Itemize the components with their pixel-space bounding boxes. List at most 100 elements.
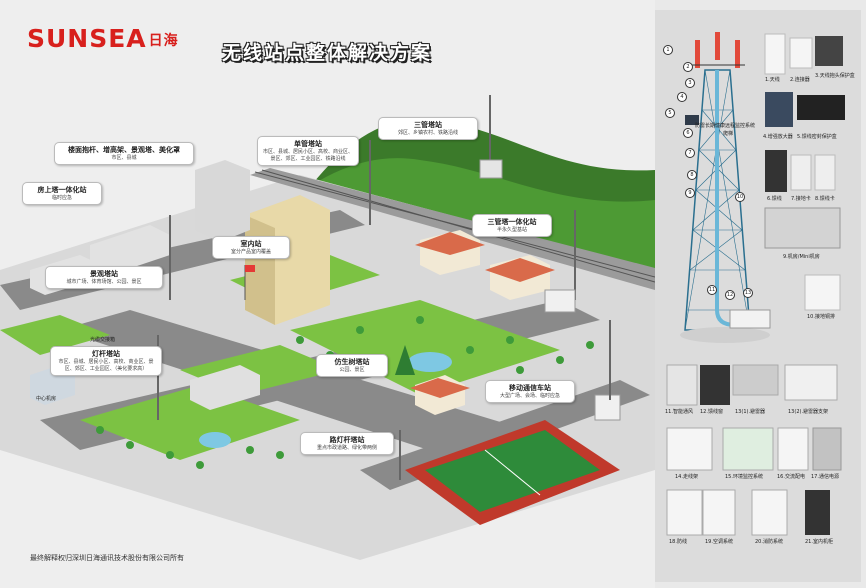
- base-equipment: [729, 309, 771, 329]
- callout-mobile: 移动通信车站 大型广场、会场、临时应急: [485, 380, 575, 403]
- equipment-label: 4.增强放大器: [763, 134, 793, 140]
- equipment-label: 6.馈线: [767, 196, 782, 202]
- center-room-label: 中心机房: [36, 396, 57, 402]
- pavilion: [190, 365, 260, 410]
- page-title: 无线站点整体解决方案: [222, 42, 433, 64]
- callout-title: 房上塔一体化站: [37, 186, 87, 194]
- equipment-label: 17.通信电源: [811, 474, 839, 480]
- equipment-label: 2.连接器: [790, 77, 810, 83]
- tower-number-marker: 6: [683, 128, 693, 138]
- callout-title: 三管塔一体化站: [487, 218, 537, 226]
- tower-number-marker: 11: [707, 285, 717, 295]
- equipment-label: 13(1).避雷器: [735, 409, 766, 415]
- callout-desc: 室分产品室内覆盖: [230, 249, 271, 255]
- callout-indoor: 室内站 室分产品室内覆盖: [212, 236, 290, 259]
- tower-number-marker: 13: [743, 288, 753, 298]
- tower-number-marker: 3: [685, 78, 695, 88]
- callout-street-lamp: 路灯杆塔站 重点市政道路、绿化带两侧: [300, 432, 394, 455]
- callout-title: 单管塔站: [294, 140, 322, 148]
- equipment-panel: 防雷长期健康远程监控系统 爬梯 1.天线 2.连接器 3.天线抱头保护盒 4.增…: [655, 10, 861, 582]
- callout-desc: 大型广场、会场、临时应急: [499, 393, 560, 399]
- office-building: [195, 160, 250, 242]
- park-grass: [290, 300, 560, 395]
- grass-block-4: [0, 315, 110, 355]
- equipment-label: 18.防线: [669, 539, 687, 545]
- callout-building-top: 楼面抱杆、增高架、景观塔、美化罩 市区、县城: [54, 142, 194, 165]
- callout-desc: 城市广场、体育场馆、公园、景区: [66, 279, 142, 285]
- callout-desc: 半永久型基站: [496, 227, 527, 233]
- equipment-label: 14.走线架: [675, 474, 698, 480]
- railway: [250, 168, 655, 290]
- tower-number-marker: 2: [683, 62, 693, 72]
- callout-title: 灯杆塔站: [92, 350, 120, 358]
- equipment-thumbnails: [666, 33, 845, 536]
- equipment-label: 12.馈线窗: [700, 409, 723, 415]
- equipment-label: 20.消防系统: [755, 539, 783, 545]
- grass-block-2: [80, 385, 300, 460]
- callout-landscape-tower: 景观塔站 城市广场、体育场馆、公园、景区: [45, 266, 163, 289]
- equipment-label: 15.环境监控系统: [725, 474, 763, 480]
- tower-number-marker: 10: [735, 192, 745, 202]
- equipment-label: 9.机房/Mini机房: [783, 254, 820, 260]
- pond: [408, 352, 452, 372]
- logo-brand-text: SUNSEA: [27, 24, 147, 53]
- callout-three-tube: 三管塔站 郊区、乡镇农村、铁路沿线: [378, 117, 478, 140]
- callout-desc: 市区、县城: [111, 155, 137, 161]
- ladder-label: 爬梯: [723, 131, 734, 137]
- football-field: [425, 430, 600, 512]
- callout-desc: 市区、县城、居民小区、高校、商业区、景区、郊区、工业园区、（美化要求高）: [58, 359, 154, 372]
- equipment-label: 3.天线抱头保护盒: [815, 73, 855, 79]
- tower-number-marker: 12: [725, 290, 735, 300]
- tower-number-marker: 1: [663, 45, 673, 55]
- callout-title: 楼面抱杆、增高架、景观塔、美化罩: [68, 146, 180, 154]
- antenna: [735, 40, 740, 68]
- callout-title: 路灯杆塔站: [329, 436, 365, 444]
- city-scene-illustration: [0, 95, 655, 560]
- callout-desc: 公园、景区: [339, 367, 365, 373]
- tower-number-marker: 9: [685, 188, 695, 198]
- equipment-label: 1.天线: [765, 77, 780, 83]
- equipment-label: 11.智能通风: [665, 409, 693, 415]
- equipment-label: 16.交流配电: [777, 474, 805, 480]
- tower-number-marker: 4: [677, 92, 687, 102]
- footer-copyright: 最终解释权归深圳日海通讯技术股份有限公司所有: [30, 554, 184, 562]
- flag: [245, 265, 255, 272]
- equipment-label: 5.馈线密封保护盒: [797, 134, 837, 140]
- tower-number-marker: 5: [665, 108, 675, 118]
- equipment-label: 19.空调系统: [705, 539, 733, 545]
- callout-three-tube-integrated: 三管塔一体化站 半永久型基站: [472, 214, 552, 237]
- callout-title: 三管塔站: [414, 121, 442, 129]
- houses-left: [90, 225, 170, 275]
- outdoor-cabinet-label: 光缆交接箱: [90, 337, 116, 343]
- tower-number-marker: 7: [685, 148, 695, 158]
- callout-title: 移动通信车站: [509, 384, 551, 392]
- antenna: [715, 32, 720, 60]
- fountain: [199, 432, 231, 448]
- callout-roof-tower: 房上塔一体化站 临时应急: [22, 182, 102, 205]
- callout-single-tube: 单管塔站 市区、县城、居民小区、高校、商业区、景区、郊区、工业园区、铁路沿线: [257, 136, 359, 166]
- lattice-tower-diagram: [666, 32, 845, 536]
- callout-fake-tree: 仿生树塔站 公园、景区: [316, 354, 388, 377]
- equipment-label: 10.接地铜排: [807, 314, 835, 320]
- logo-cn-text: 日海: [148, 33, 179, 49]
- equipment-label: 8.馈线卡: [815, 196, 835, 202]
- equipment-label: 21.室内机柜: [805, 539, 833, 545]
- fake-tree-tower: [395, 345, 415, 375]
- mobile-station-truck: [594, 394, 621, 421]
- callout-desc: 临时应急: [51, 195, 72, 201]
- monitor-label: 防雷长期健康远程监控系统: [695, 123, 756, 129]
- callout-desc: 重点市政道路、绿化带两侧: [316, 445, 377, 451]
- equipment-label: 13(2).避雷器支架: [788, 409, 829, 415]
- monitor-box: [685, 115, 699, 125]
- equipment-label: 7.接地卡: [791, 196, 811, 202]
- tower-number-marker: 8: [687, 170, 697, 180]
- callout-title: 室内站: [240, 240, 262, 248]
- callout-title: 仿生树塔站: [334, 358, 370, 366]
- callout-desc: 市区、县城、居民小区、高校、商业区、景区、郊区、工业园区、铁路沿线: [262, 149, 353, 162]
- callout-desc: 郊区、乡镇农村、铁路沿线: [397, 130, 458, 136]
- callout-title: 景观塔站: [90, 270, 118, 278]
- callout-lamp-pole: 灯杆塔站 市区、县城、居民小区、高校、商业区、景区、郊区、工业园区、（美化要求高…: [50, 346, 162, 376]
